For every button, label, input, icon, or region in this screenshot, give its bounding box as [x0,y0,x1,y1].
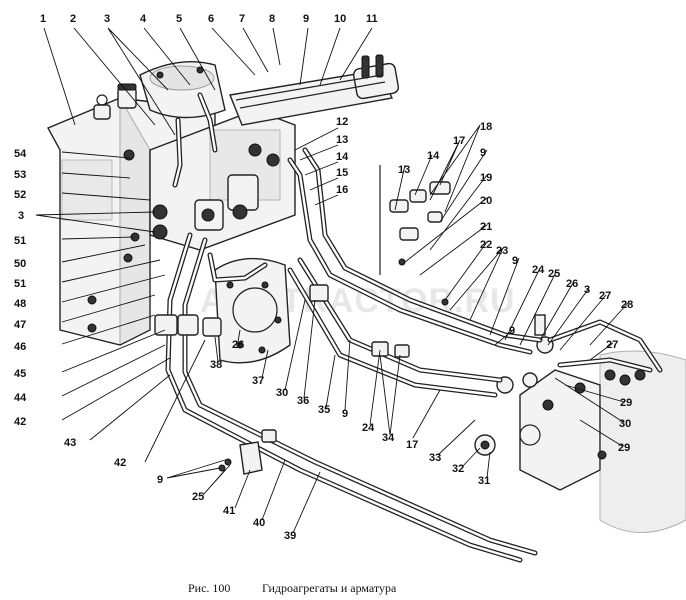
callout-29a: 29 [620,397,632,409]
callout-21: 21 [480,221,492,233]
callout-9e: 9 [342,408,348,420]
callout-32: 32 [452,463,464,475]
callout-22: 22 [480,239,492,251]
callout-38: 38 [210,359,222,371]
caption-number: Рис. 100 [188,581,230,595]
figure-caption: Рис. 100 Гидроагрегаты и арматура [188,581,397,595]
callout-26a: 26 [566,278,578,290]
callout-27b: 27 [606,339,618,351]
callout-37: 37 [252,375,264,387]
callout-45: 45 [14,368,26,380]
callout-17b: 17 [406,439,418,451]
callout-11: 11 [366,13,378,25]
callout-12: 12 [336,116,348,128]
callout-44: 44 [14,392,27,404]
callout-13a: 13 [336,134,348,146]
callout-13b: 13 [398,164,410,176]
callout-5: 5 [176,13,182,25]
callout-28: 28 [621,299,633,311]
callout-40: 40 [253,517,265,529]
callout-25b: 25 [192,491,204,503]
callout-14b: 14 [427,150,440,162]
callout-2: 2 [70,13,76,25]
callout-3c: 3 [18,210,24,222]
callout-30b: 30 [276,387,288,399]
callout-31: 31 [478,475,490,487]
callout-42a: 42 [14,416,26,428]
callout-26b: 26 [232,339,244,351]
callout-9c: 9 [512,255,518,267]
callout-19: 19 [480,172,492,184]
callout-27a: 27 [599,290,611,302]
callout-46: 46 [14,341,26,353]
callout-39: 39 [284,530,296,542]
callout-29b: 29 [618,442,630,454]
callout-20: 20 [480,195,492,207]
callout-18: 18 [480,121,492,133]
inset-fittings [379,165,451,306]
callout-9b: 9 [480,147,486,159]
leader-lines [35,27,629,534]
callout-33: 33 [429,452,441,464]
callout-53: 53 [14,169,26,181]
callout-16: 16 [336,184,348,196]
callout-9f: 9 [157,474,163,486]
callout-23: 23 [496,245,508,257]
callout-3b: 3 [584,284,590,296]
callout-48: 48 [14,298,26,310]
distributor-rods [229,54,400,126]
callout-51a: 51 [14,235,26,247]
control-valve-block [130,109,296,251]
callout-41: 41 [223,505,235,517]
callout-25a: 25 [548,268,560,280]
callout-4: 4 [140,13,147,25]
callout-42b: 42 [114,457,126,469]
callout-51b: 51 [14,278,26,290]
callout-17a: 17 [453,135,465,147]
callout-10: 10 [334,13,346,25]
callout-14a: 14 [336,151,349,163]
callout-50: 50 [14,258,26,270]
callout-43: 43 [64,437,76,449]
callout-35: 35 [318,404,330,416]
callout-30a: 30 [619,418,631,430]
callout-54: 54 [14,148,27,160]
callout-34: 34 [382,432,395,444]
callout-15: 15 [336,167,348,179]
callout-36: 36 [297,395,309,407]
callout-24a: 24 [532,264,545,276]
gear-housing [214,257,291,364]
callout-24b: 24 [362,422,375,434]
pump-block [47,83,216,346]
callout-3a: 3 [104,13,110,25]
callout-1: 1 [40,13,46,25]
transmission-housing [519,350,686,533]
callout-9d: 9 [509,325,515,337]
callout-9a: 9 [303,13,309,25]
oil-tank [139,60,226,119]
callout-52: 52 [14,189,26,201]
callout-7: 7 [239,13,245,25]
callout-47: 47 [14,319,26,331]
callout-6: 6 [208,13,214,25]
callout-8: 8 [269,13,275,25]
caption-title: Гидроагрегаты и арматура [262,581,397,595]
